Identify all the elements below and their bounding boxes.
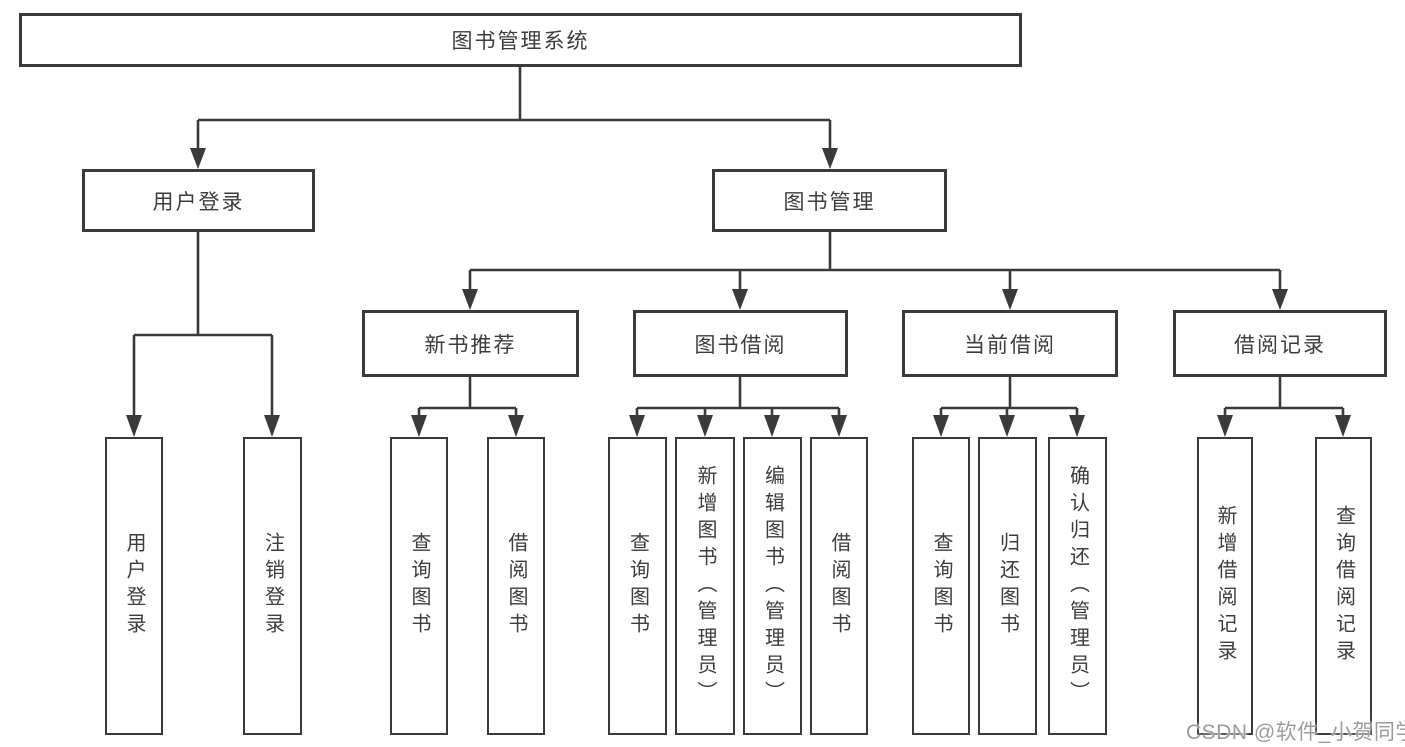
node-label: 用户登录 bbox=[152, 190, 245, 214]
node-library-management-system: 图书管理系统 bbox=[19, 13, 1022, 67]
node-label: 图书管理 bbox=[783, 190, 876, 214]
node-label: 查询借阅记录 bbox=[1332, 505, 1355, 667]
leaf-add-borrow-record: 新增借阅记录 bbox=[1197, 437, 1253, 735]
node-user-login-branch: 用户登录 bbox=[82, 169, 315, 232]
node-label: 确认归还（管理员） bbox=[1066, 464, 1089, 708]
node-label: 借阅图书 bbox=[505, 532, 527, 640]
node-label: 新增借阅记录 bbox=[1214, 505, 1236, 667]
node-label: 新增图书（管理员） bbox=[694, 464, 716, 708]
node-label: 当前借阅 bbox=[964, 333, 1056, 357]
connector-shafts bbox=[132, 65, 1345, 417]
leaf-query-books-borrow: 查询图书 bbox=[608, 437, 667, 735]
node-new-book-recommendation: 新书推荐 bbox=[362, 310, 579, 377]
leaf-return-books: 归还图书 bbox=[978, 437, 1037, 735]
leaf-query-books-recommend: 查询图书 bbox=[390, 437, 448, 735]
node-label: 注销登录 bbox=[261, 532, 284, 640]
watermark: CSDN @软件_小贺同学 bbox=[1186, 721, 1405, 744]
leaf-borrow-books: 借阅图书 bbox=[810, 437, 868, 735]
leaf-query-books-current: 查询图书 bbox=[912, 437, 970, 735]
node-label: 查询图书 bbox=[626, 532, 649, 640]
node-label: 新书推荐 bbox=[424, 333, 517, 357]
node-label: 图书管理系统 bbox=[451, 30, 590, 53]
leaf-query-borrow-record: 查询借阅记录 bbox=[1315, 437, 1372, 735]
leaf-confirm-return-admin: 确认归还（管理员） bbox=[1048, 437, 1107, 735]
leaf-borrow-books-recommend: 借阅图书 bbox=[487, 437, 545, 735]
arrowhead-icons bbox=[126, 148, 1351, 437]
node-label: 编辑图书（管理员） bbox=[761, 464, 784, 708]
leaf-add-books-admin: 新增图书（管理员） bbox=[675, 437, 735, 735]
node-label: 查询图书 bbox=[408, 532, 430, 640]
node-label: 查询图书 bbox=[930, 532, 952, 640]
node-borrowing-records: 借阅记录 bbox=[1173, 310, 1387, 377]
node-label: 借阅记录 bbox=[1234, 333, 1326, 357]
node-book-management-branch: 图书管理 bbox=[712, 169, 947, 232]
node-label: 图书借阅 bbox=[694, 333, 787, 357]
leaf-user-login: 用户登录 bbox=[105, 437, 163, 735]
leaf-logout: 注销登录 bbox=[243, 437, 302, 735]
node-book-borrowing: 图书借阅 bbox=[633, 310, 848, 377]
leaf-edit-books-admin: 编辑图书（管理员） bbox=[743, 437, 802, 735]
node-label: 用户登录 bbox=[123, 532, 145, 640]
node-label: 借阅图书 bbox=[828, 532, 850, 640]
node-label: 归还图书 bbox=[996, 532, 1019, 640]
node-current-borrowing: 当前借阅 bbox=[902, 310, 1118, 377]
